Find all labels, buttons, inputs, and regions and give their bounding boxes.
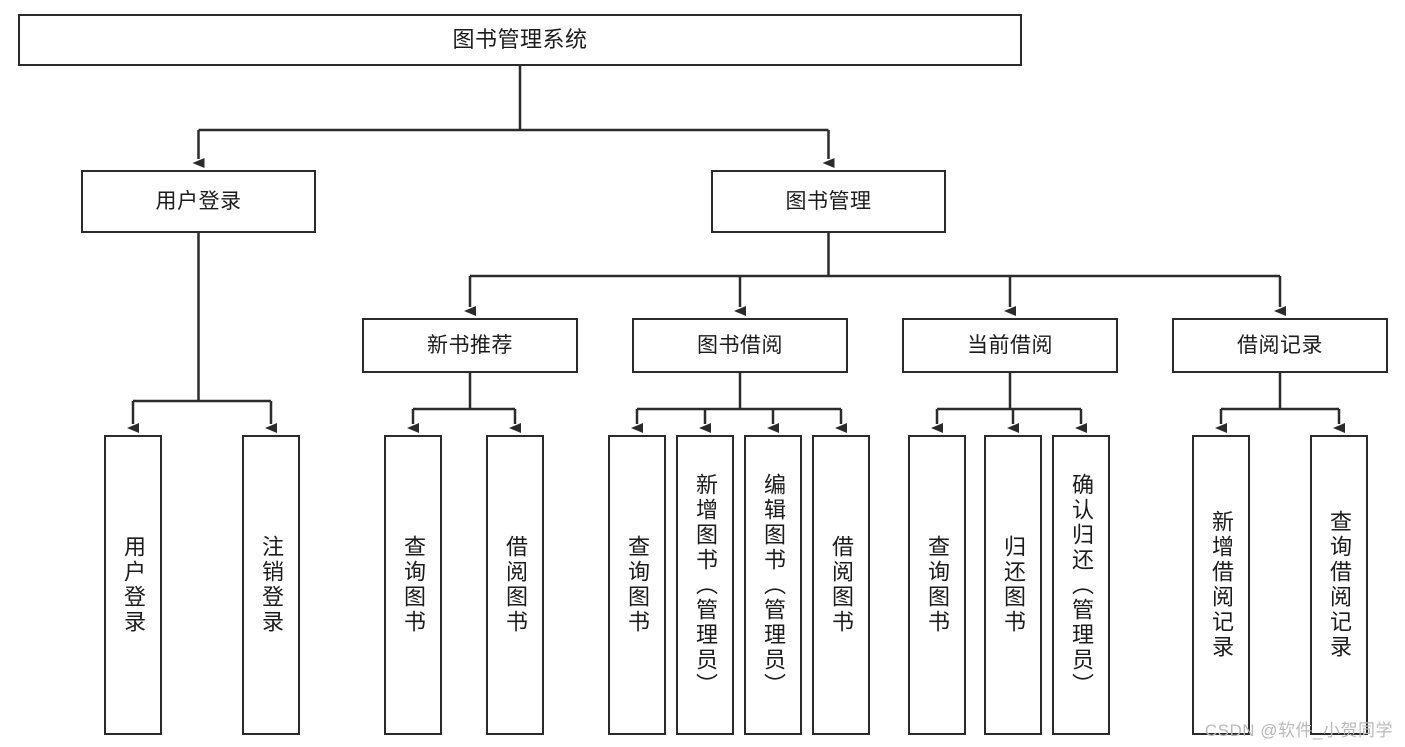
leaf-query-book-2[interactable]: 查询图书 xyxy=(608,435,666,735)
book-management-label: 图书管理 xyxy=(785,189,872,213)
borrow-record[interactable]: 借阅记录 xyxy=(1172,318,1388,373)
leaf-add-book[interactable]: 新增图书（管理员） xyxy=(676,435,734,735)
leaf-add-record[interactable]: 新增借阅记录 xyxy=(1192,435,1250,735)
leaf-return-book-label: 归还图书 xyxy=(1001,535,1026,635)
user-login[interactable]: 用户登录 xyxy=(81,170,316,233)
book-management[interactable]: 图书管理 xyxy=(711,170,946,233)
user-login-label: 用户登录 xyxy=(155,189,242,213)
leaf-add-record-label: 新增借阅记录 xyxy=(1209,510,1234,660)
leaf-logout[interactable]: 注销登录 xyxy=(242,435,300,735)
leaf-user-login[interactable]: 用户登录 xyxy=(104,435,162,735)
leaf-return-book[interactable]: 归还图书 xyxy=(984,435,1042,735)
current-borrow-label: 当前借阅 xyxy=(967,333,1053,357)
leaf-edit-book-label: 编辑图书（管理员） xyxy=(761,472,786,698)
leaf-borrow-book-1[interactable]: 借阅图书 xyxy=(486,435,544,735)
book-borrow[interactable]: 图书借阅 xyxy=(632,318,848,373)
leaf-borrow-book-2[interactable]: 借阅图书 xyxy=(812,435,870,735)
leaf-query-record-label: 查询借阅记录 xyxy=(1327,510,1352,660)
leaf-borrow-book-2-label: 借阅图书 xyxy=(829,535,854,635)
leaf-borrow-book-1-label: 借阅图书 xyxy=(503,535,528,635)
new-book-recommend-label: 新书推荐 xyxy=(427,333,513,357)
leaf-edit-book[interactable]: 编辑图书（管理员） xyxy=(744,435,802,735)
root-node[interactable]: 图书管理系统 xyxy=(18,14,1022,66)
leaf-query-book-3-label: 查询图书 xyxy=(925,535,950,635)
borrow-record-label: 借阅记录 xyxy=(1237,333,1323,357)
book-borrow-label: 图书借阅 xyxy=(697,333,783,357)
leaf-confirm-return[interactable]: 确认归还（管理员） xyxy=(1052,435,1110,735)
leaf-user-login-label: 用户登录 xyxy=(121,535,146,635)
new-book-recommend[interactable]: 新书推荐 xyxy=(362,318,578,373)
leaf-query-book-1[interactable]: 查询图书 xyxy=(384,435,442,735)
leaf-query-record[interactable]: 查询借阅记录 xyxy=(1310,435,1368,735)
leaf-logout-label: 注销登录 xyxy=(259,535,284,635)
leaf-confirm-return-label: 确认归还（管理员） xyxy=(1069,472,1094,698)
leaf-query-book-2-label: 查询图书 xyxy=(625,535,650,635)
current-borrow[interactable]: 当前借阅 xyxy=(902,318,1118,373)
leaf-query-book-1-label: 查询图书 xyxy=(401,535,426,635)
root-label: 图书管理系统 xyxy=(452,26,588,52)
leaf-add-book-label: 新增图书（管理员） xyxy=(693,472,718,698)
leaf-query-book-3[interactable]: 查询图书 xyxy=(908,435,966,735)
